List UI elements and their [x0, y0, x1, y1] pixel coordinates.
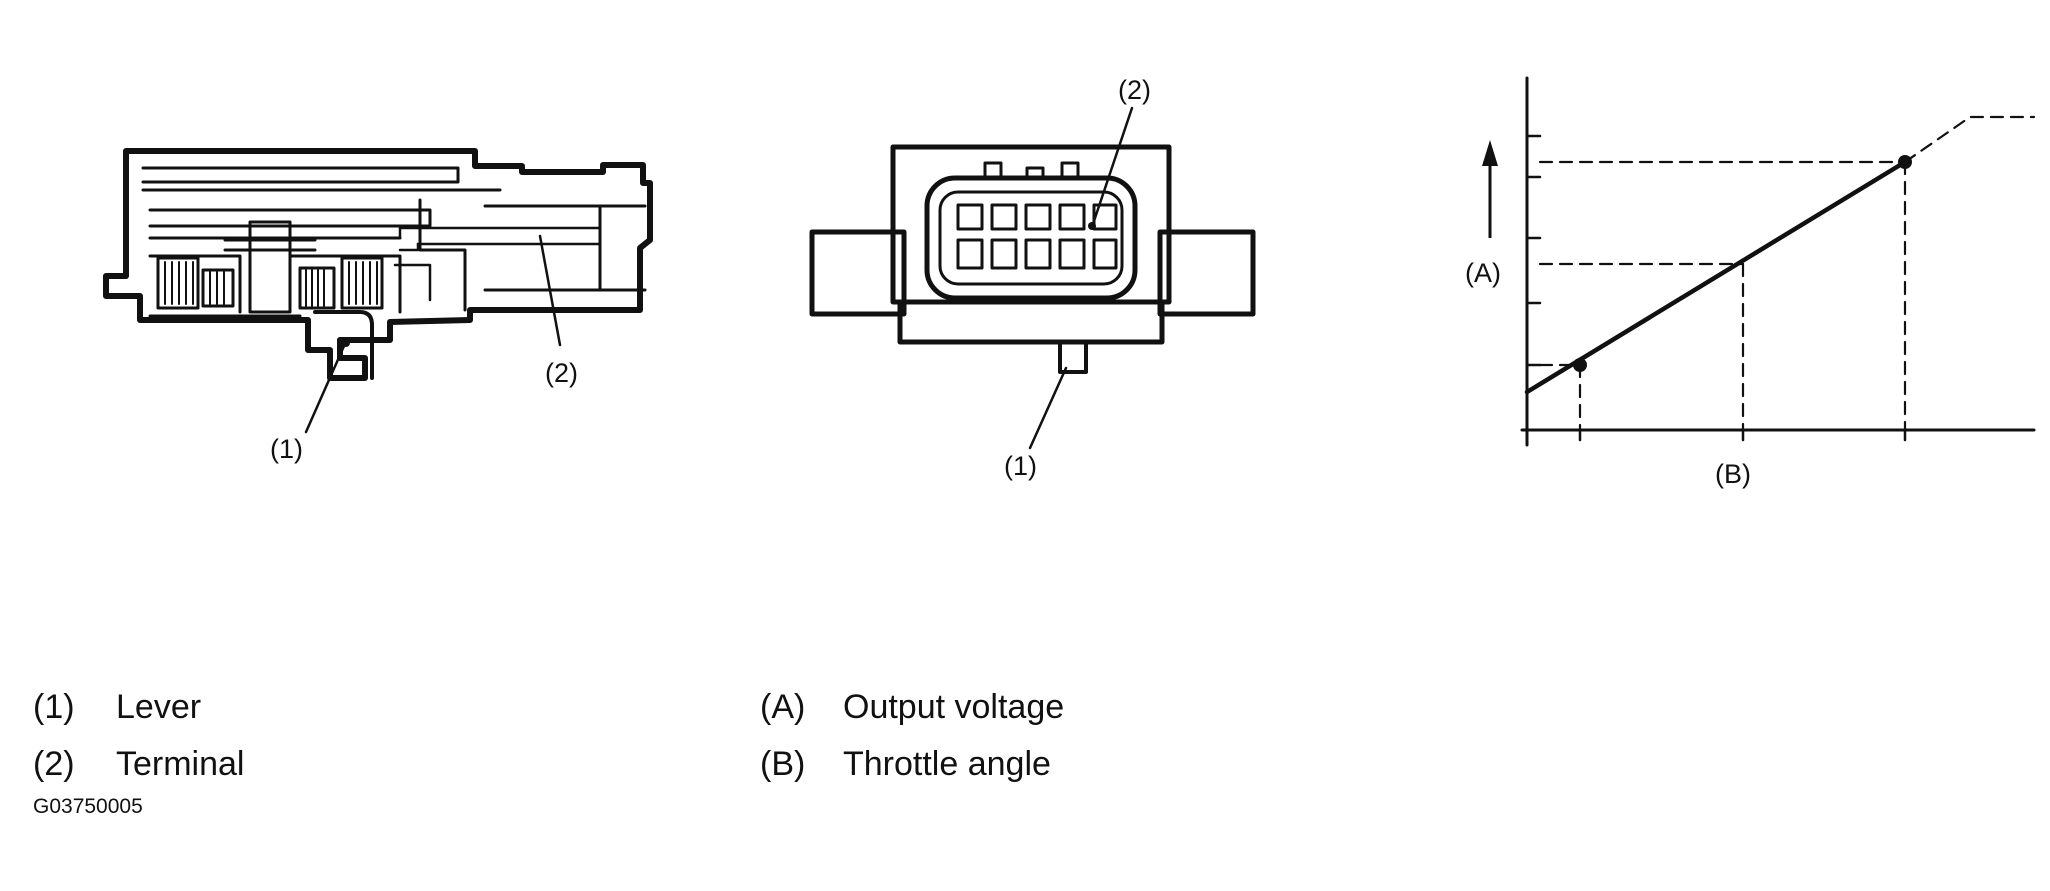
axis-a-callout: (A) — [1465, 258, 1501, 288]
sensor-cross-section — [103, 148, 653, 434]
front-terminal-callout: (2) — [1118, 75, 1151, 105]
legend-item-output-voltage: (A) Output voltage — [760, 688, 1064, 727]
legend-item-lever: (1) Lever — [33, 688, 201, 727]
output-characteristic-line — [1524, 159, 1908, 395]
section-terminal-callout: (2) — [545, 358, 578, 388]
legend-num: (1) — [33, 688, 75, 726]
voltage-angle-graph — [1520, 76, 2036, 447]
y-axis-arrow — [1482, 140, 1498, 238]
legend-label: Lever — [116, 688, 202, 726]
graph-point-low — [1573, 358, 1587, 372]
legend-num: (B) — [760, 745, 806, 783]
section-lever-callout: (1) — [270, 434, 303, 464]
sensor-front-view — [809, 106, 1256, 450]
legend-num: (A) — [760, 688, 806, 726]
figure-code: G03750005 — [33, 795, 143, 818]
legend-label: Output voltage — [843, 688, 1065, 726]
legend-num: (2) — [33, 745, 75, 783]
front-lever-callout: (1) — [1004, 451, 1037, 481]
legend-item-terminal: (2) Terminal — [33, 745, 244, 784]
graph-point-high — [1898, 155, 1912, 169]
axis-b-callout: (B) — [1715, 459, 1751, 489]
legend-label: Throttle angle — [843, 745, 1051, 783]
legend-item-throttle-angle: (B) Throttle angle — [760, 745, 1051, 784]
legend-label: Terminal — [116, 745, 245, 783]
